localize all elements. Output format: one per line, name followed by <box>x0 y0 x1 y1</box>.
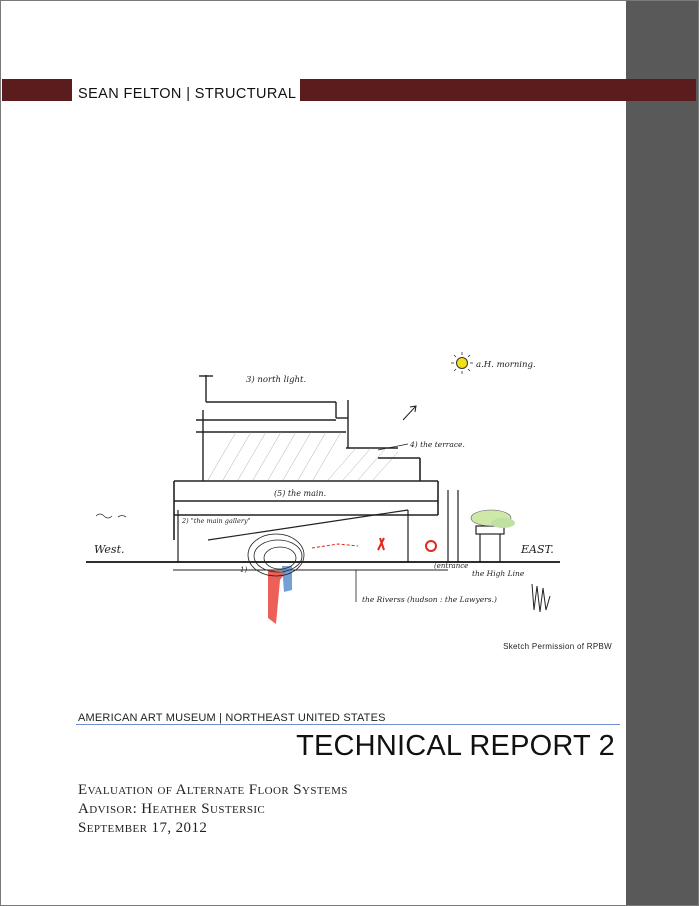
sketch-label-terrace: 4) the terrace. <box>409 440 465 449</box>
sketch-label-gallery: 2) "the main gallery" <box>181 517 251 525</box>
sketch-label-river: the Riverss (hudson : the Lawyers.) <box>362 595 497 604</box>
sketch-label-entrance: (entrance <box>434 562 468 570</box>
header-title: SEAN FELTON | STRUCTURAL <box>78 86 297 102</box>
sketch-label-north-light: 3) north light. <box>246 374 306 385</box>
sketch-label-sun: a.H. morning. <box>476 360 536 370</box>
report-date: September 17, 2012 <box>78 820 208 836</box>
report-advisor: Advisor: Heather Sustersic <box>78 801 266 817</box>
architectural-sketch: a.H. morning. 3) north light. 4) the ter… <box>86 352 560 624</box>
red-marks <box>268 537 437 624</box>
tree-sketch <box>470 509 515 528</box>
sun-icon <box>451 352 473 374</box>
header-band-right <box>300 79 696 101</box>
report-topic: Evaluation of Alternate Floor Systems <box>78 782 348 798</box>
side-bar <box>626 0 699 906</box>
subtitle-rule <box>76 724 620 725</box>
report-title: TECHNICAL REPORT 2 <box>296 730 615 762</box>
sketch-label-east: EAST. <box>520 543 554 556</box>
sketch-label-high-line: the High Line <box>472 569 525 578</box>
project-subtitle: AMERICAN ART MUSEUM | NORTHEAST UNITED S… <box>78 712 386 724</box>
sketch-label-main: (5) the main. <box>274 489 326 498</box>
sketch-label-one: 1) <box>240 566 247 574</box>
sketch-label-west: West. <box>94 543 124 556</box>
sketch-credit: Sketch Permission of RPBW <box>503 642 612 651</box>
header-band-left <box>2 79 72 101</box>
